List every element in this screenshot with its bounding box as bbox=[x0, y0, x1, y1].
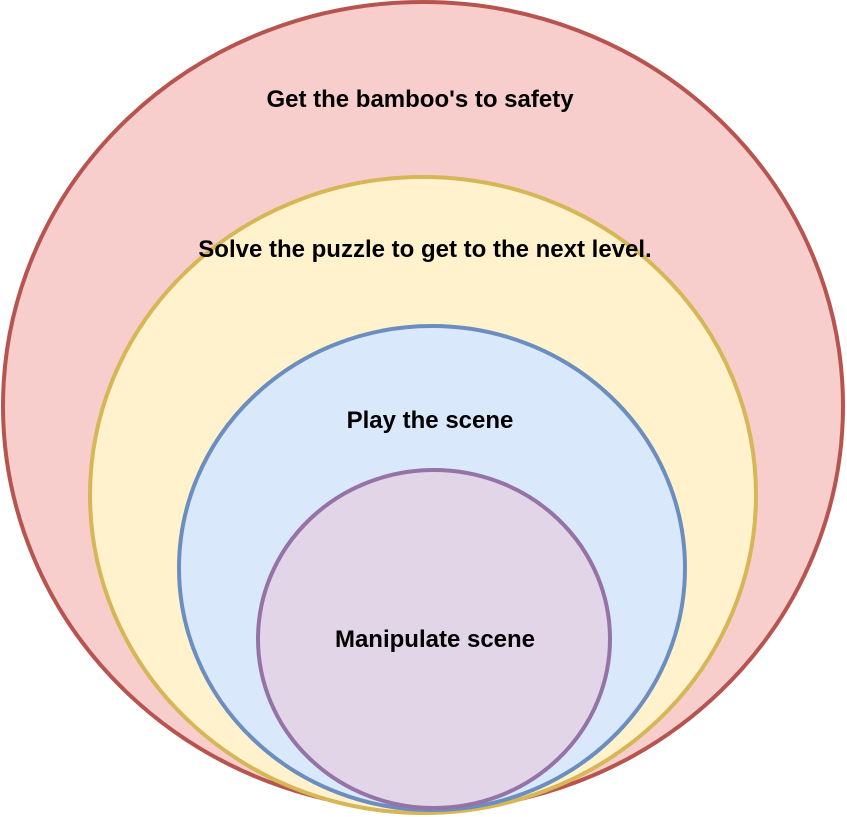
third-circle-label: Play the scene bbox=[346, 407, 514, 434]
second-circle-label: Solve the puzzle to get to the next leve… bbox=[198, 236, 652, 263]
outer-circle-label: Get the bamboo's to safety bbox=[266, 86, 574, 113]
inner-circle bbox=[256, 468, 612, 810]
inner-circle-label: Manipulate scene bbox=[334, 626, 536, 653]
